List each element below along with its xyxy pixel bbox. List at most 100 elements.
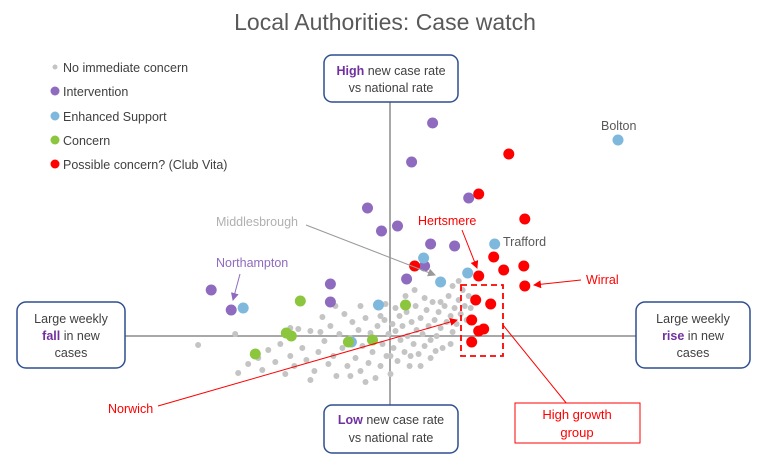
point-possible-concern-club-vita <box>473 188 485 200</box>
point-possible-concern-club-vita <box>503 148 515 160</box>
point-concern <box>342 336 354 348</box>
high-growth-label: High growth group <box>514 402 641 444</box>
point-possible-concern-club-vita <box>478 323 490 335</box>
point-no-immediate-concern <box>385 331 392 337</box>
point-possible-concern-club-vita <box>473 270 485 282</box>
point-no-immediate-concern <box>307 377 314 383</box>
point-no-immediate-concern <box>336 331 343 337</box>
point-no-immediate-concern <box>339 345 346 351</box>
point-no-immediate-concern <box>437 325 444 331</box>
point-possible-concern-club-vita <box>519 213 531 225</box>
middlesbrough-arrow <box>305 224 436 277</box>
quadrant-bold: rise <box>662 329 684 343</box>
high-growth-connector <box>502 324 568 405</box>
point-no-immediate-concern <box>390 345 397 351</box>
legend-label: Enhanced Support <box>63 110 167 124</box>
point-possible-concern-club-vita <box>470 294 482 306</box>
point-no-immediate-concern <box>394 358 401 364</box>
point-no-immediate-concern <box>317 329 324 335</box>
point-enhanced-support <box>418 252 430 264</box>
annotation-northampton: Northampton <box>216 256 288 270</box>
point-no-immediate-concern <box>365 360 372 366</box>
point-no-immediate-concern <box>377 363 384 369</box>
point-possible-concern-club-vita <box>488 251 500 263</box>
point-no-immediate-concern <box>449 329 456 335</box>
point-no-immediate-concern <box>453 321 460 327</box>
annotation-norwich: Norwich <box>108 402 153 416</box>
point-no-immediate-concern <box>377 313 384 319</box>
point-no-immediate-concern <box>319 314 326 320</box>
point-no-immediate-concern <box>392 305 399 311</box>
quadrant-text: new case rate <box>364 64 445 78</box>
point-no-immediate-concern <box>299 345 306 351</box>
legend-marker-enhanced-support <box>50 111 60 121</box>
point-no-immediate-concern <box>415 351 422 357</box>
svg-text:High new case rate: High new case rate <box>336 64 445 78</box>
point-no-immediate-concern <box>387 371 394 377</box>
point-possible-concern-club-vita <box>485 298 497 310</box>
quadrant-bold: High <box>336 64 364 78</box>
quadrant-bold: fall <box>42 329 60 343</box>
svg-text:rise in new: rise in new <box>662 329 725 343</box>
point-no-immediate-concern <box>387 353 394 359</box>
quadrant-text: Large weekly <box>34 312 108 326</box>
legend-marker-no-concern <box>52 64 58 70</box>
point-possible-concern-club-vita <box>466 314 478 326</box>
point-no-immediate-concern <box>379 341 386 347</box>
point-no-immediate-concern <box>427 337 434 343</box>
svg-text:Low new case rate: Low new case rate <box>338 413 444 427</box>
point-no-immediate-concern <box>449 283 456 289</box>
point-no-immediate-concern <box>374 323 381 329</box>
point-no-immediate-concern <box>423 307 430 313</box>
point-concern <box>285 330 297 342</box>
point-intervention <box>205 284 217 296</box>
point-intervention <box>324 278 336 290</box>
point-no-immediate-concern <box>389 321 396 327</box>
point-no-immediate-concern <box>419 331 426 337</box>
point-intervention <box>427 117 439 129</box>
chart-title: Local Authorities: Case watch <box>234 9 536 35</box>
point-intervention <box>376 225 387 237</box>
point-no-immediate-concern <box>195 342 202 348</box>
point-concern <box>294 295 306 307</box>
point-no-immediate-concern <box>235 370 242 376</box>
point-no-immediate-concern <box>403 309 410 315</box>
point-no-immediate-concern <box>455 278 462 284</box>
point-no-immediate-concern <box>381 317 388 323</box>
point-intervention <box>392 220 403 232</box>
point-intervention <box>225 304 237 316</box>
legend-label: Possible concern? (Club Vita) <box>63 158 227 172</box>
point-no-immediate-concern <box>282 371 289 377</box>
point-no-immediate-concern <box>311 368 318 374</box>
point-intervention <box>406 156 418 168</box>
point-no-immediate-concern <box>410 341 417 347</box>
point-intervention <box>362 202 373 214</box>
point-no-immediate-concern <box>362 315 369 321</box>
point-no-immediate-concern <box>287 353 294 359</box>
point-no-immediate-concern <box>399 323 406 329</box>
point-intervention <box>425 238 437 250</box>
point-no-immediate-concern <box>321 338 328 344</box>
point-no-immediate-concern <box>265 347 272 353</box>
point-enhanced-support <box>489 238 501 250</box>
point-no-immediate-concern <box>349 319 356 325</box>
norwich-arrow <box>157 318 458 407</box>
point-no-immediate-concern <box>437 299 444 305</box>
point-no-immediate-concern <box>412 303 419 309</box>
annotation-hertsmere: Hertsmere <box>418 214 476 228</box>
quadrant-text: in new <box>684 329 725 343</box>
legend-marker-concern <box>50 135 60 145</box>
point-possible-concern-club-vita <box>518 260 530 272</box>
annotation-middlesbrough: Middlesbrough <box>216 215 298 229</box>
legend-label: Intervention <box>63 85 128 99</box>
point-no-immediate-concern <box>461 303 468 309</box>
point-enhanced-support <box>462 267 474 279</box>
legend-label: No immediate concern <box>63 61 188 75</box>
point-no-immediate-concern <box>295 326 302 332</box>
point-no-immediate-concern <box>435 309 442 315</box>
point-no-immediate-concern <box>397 337 404 343</box>
point-intervention <box>463 192 475 204</box>
quadrant-text: new case rate <box>363 413 444 427</box>
point-no-immediate-concern <box>259 367 266 373</box>
point-no-immediate-concern <box>344 363 351 369</box>
